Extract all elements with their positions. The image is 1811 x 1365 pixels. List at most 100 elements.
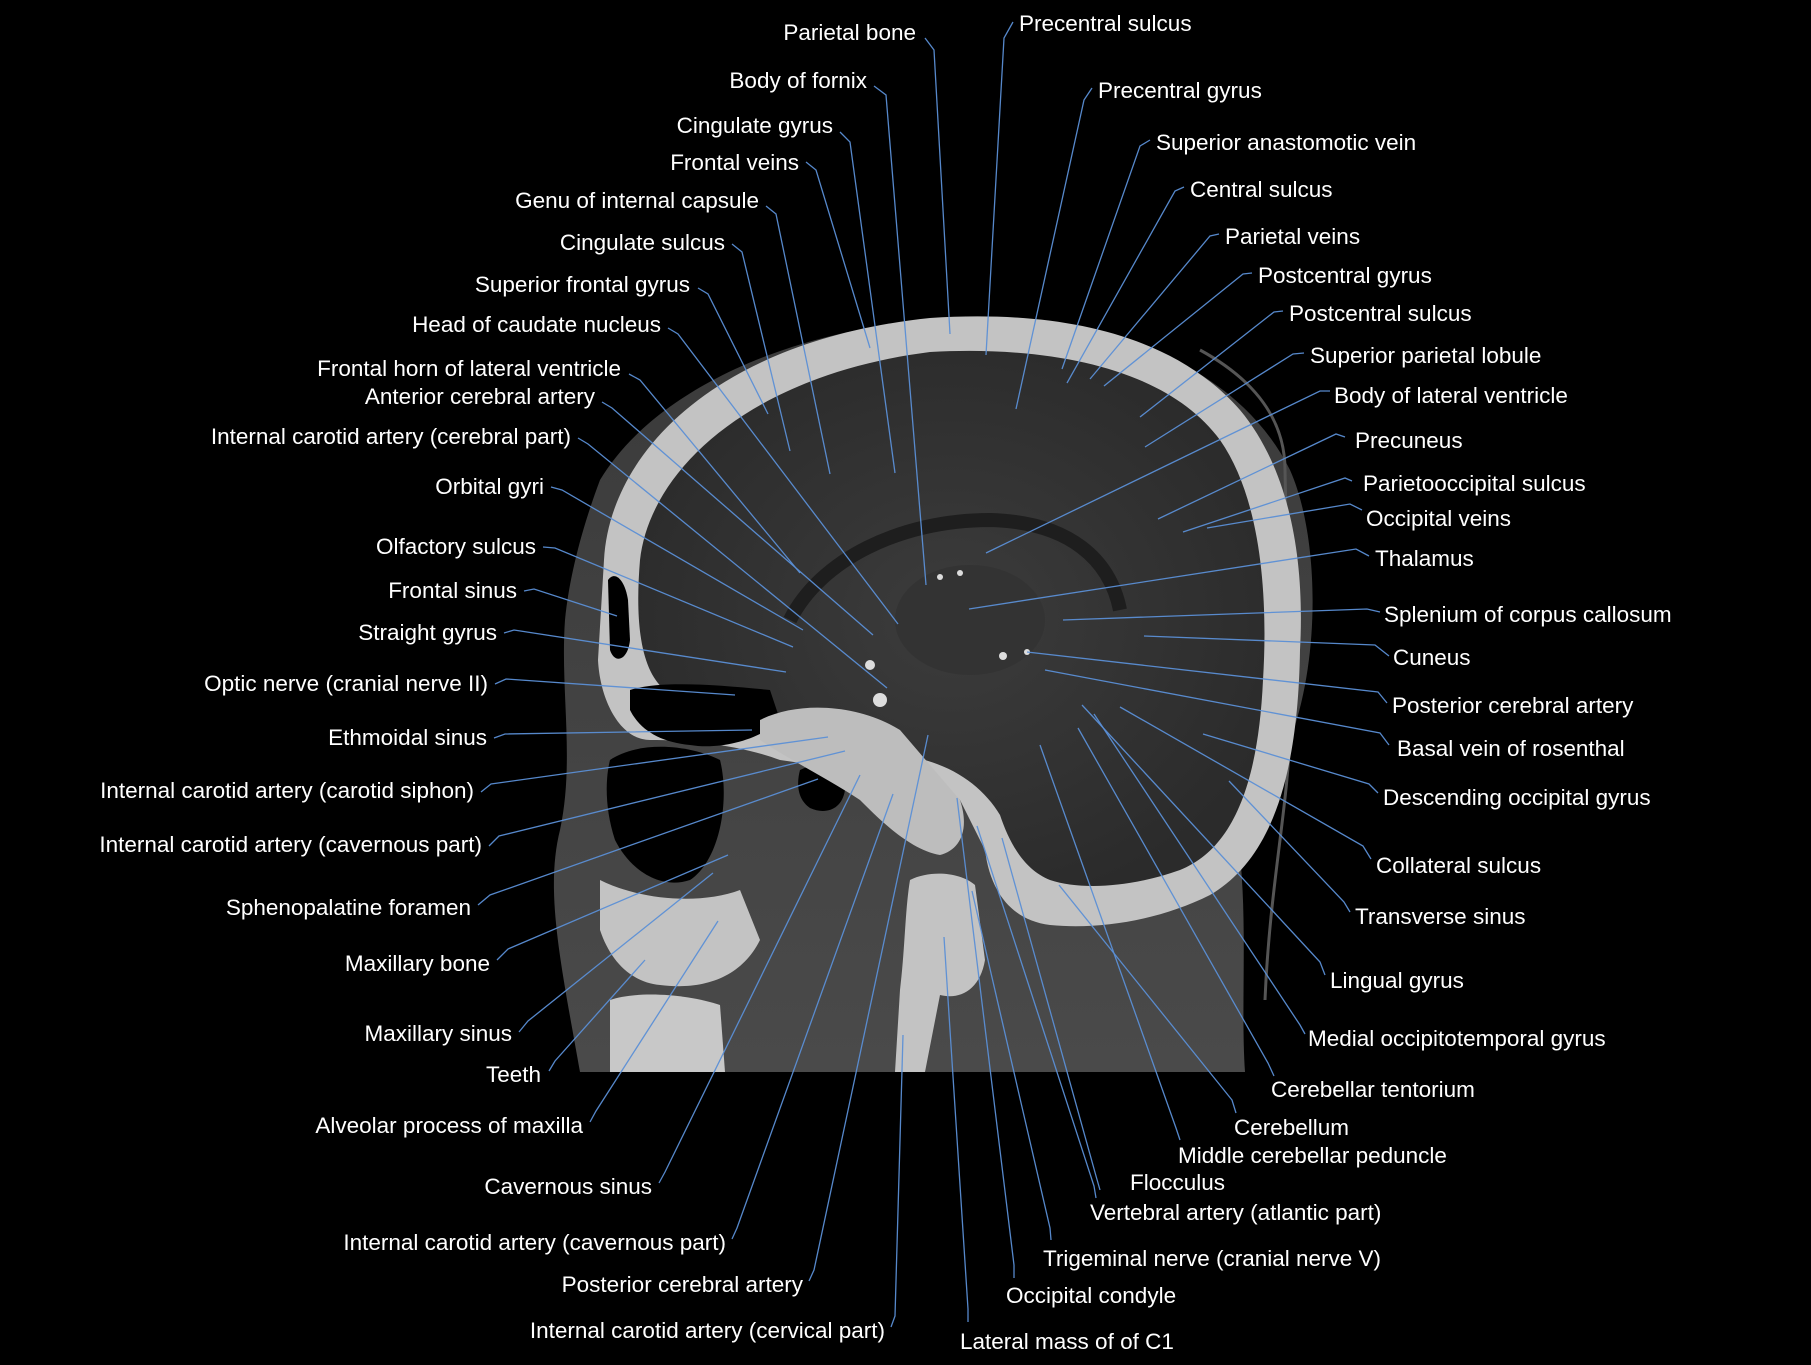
label-cerebellar-tentorium: Cerebellar tentorium <box>1271 1077 1475 1102</box>
label-teeth: Teeth <box>486 1062 541 1087</box>
label-flocculus: Flocculus <box>1130 1170 1225 1195</box>
label-ica-cavernous-part-left: Internal carotid artery (cavernous part) <box>99 832 482 857</box>
label-maxillary-bone: Maxillary bone <box>345 951 490 976</box>
leader-line-cuneus <box>1143 635 1390 657</box>
label-vertebral-artery-atlantic: Vertebral artery (atlantic part) <box>1090 1200 1381 1225</box>
label-lateral-mass-of-c1: Lateral mass of of C1 <box>960 1329 1174 1354</box>
label-straight-gyrus: Straight gyrus <box>358 620 497 645</box>
label-cavernous-sinus: Cavernous sinus <box>484 1174 652 1199</box>
leader-line-cerebellar-tentorium <box>1077 727 1275 1077</box>
maxillary-sinus-air <box>606 746 724 883</box>
maxilla-bone <box>600 880 760 987</box>
leader-line-basal-vein-of-rosenthal <box>1044 669 1390 746</box>
leader-line-lateral-mass-of-c1 <box>943 936 969 1322</box>
leader-line-collateral-sulcus <box>1119 706 1372 860</box>
leader-line-parietal-bone <box>924 37 951 335</box>
vessels <box>865 570 1030 707</box>
leader-line-posterior-cerebral-artery-bottom <box>808 734 929 1282</box>
leader-line-parietooccipital-sulcus <box>1182 477 1353 533</box>
label-thalamus: Thalamus <box>1375 546 1474 571</box>
leader-line-genu-of-internal-capsule <box>765 205 831 475</box>
leader-line-alveolar-process-of-maxilla <box>589 920 719 1123</box>
label-frontal-veins: Frontal veins <box>670 150 799 175</box>
leader-line-occipital-condyle <box>956 797 1015 1278</box>
label-cerebellum: Cerebellum <box>1234 1115 1349 1140</box>
label-body-of-fornix: Body of fornix <box>729 68 867 93</box>
leader-line-body-of-lateral-ventricle <box>985 390 1330 554</box>
leader-line-transverse-sinus <box>1228 780 1351 913</box>
label-posterior-cerebral-artery-right: Posterior cerebral artery <box>1392 693 1634 718</box>
leader-line-lingual-gyrus <box>1081 704 1326 976</box>
leader-line-olfactory-sulcus <box>542 546 794 648</box>
thalamus-region <box>895 565 1045 675</box>
leader-line-teeth <box>548 959 646 1072</box>
label-ethmoidal-sinus: Ethmoidal sinus <box>328 725 487 750</box>
label-superior-frontal-gyrus: Superior frontal gyrus <box>475 272 690 297</box>
leader-line-postcentral-gyrus <box>1103 272 1253 387</box>
leader-line-cavernous-sinus <box>658 774 861 1184</box>
leader-line-precentral-gyrus <box>1015 87 1093 410</box>
leader-line-frontal-horn-of-lateral-ventricle <box>628 373 801 574</box>
leader-line-cingulate-gyrus <box>839 131 896 474</box>
label-medial-occipitotemporal-gyrus: Medial occipitotemporal gyrus <box>1308 1026 1606 1051</box>
label-ica-carotid-siphon: Internal carotid artery (carotid siphon) <box>100 778 474 803</box>
label-parietooccipital-sulcus: Parietooccipital sulcus <box>1363 471 1586 496</box>
leader-line-postcentral-sulcus <box>1139 310 1284 418</box>
leader-line-head-of-caudate-nucleus <box>667 327 899 625</box>
leader-line-precentral-sulcus <box>985 21 1014 356</box>
leader-line-ica-cerebral-part <box>577 437 888 689</box>
leader-line-cingulate-sulcus <box>731 243 791 452</box>
leader-line-ica-carotid-siphon <box>480 736 829 793</box>
label-superior-anastomotic-vein: Superior anastomotic vein <box>1156 130 1416 155</box>
leader-line-superior-parietal-lobule <box>1144 352 1305 448</box>
frontal-sinus-air <box>608 576 630 659</box>
leader-line-precuneus <box>1157 433 1346 520</box>
label-collateral-sulcus: Collateral sulcus <box>1376 853 1541 878</box>
leader-line-flocculus <box>1001 837 1101 1191</box>
label-optic-nerve: Optic nerve (cranial nerve II) <box>204 671 488 696</box>
label-parietal-veins: Parietal veins <box>1225 224 1360 249</box>
label-postcentral-gyrus: Postcentral gyrus <box>1258 263 1432 288</box>
label-anterior-cerebral-artery: Anterior cerebral artery <box>365 384 596 409</box>
label-alveolar-process-of-maxilla: Alveolar process of maxilla <box>315 1113 583 1138</box>
label-maxillary-sinus: Maxillary sinus <box>364 1021 512 1046</box>
leader-line-middle-cerebellar-peduncle <box>1039 744 1181 1141</box>
skull-base <box>760 707 964 855</box>
leader-line-posterior-cerebral-artery-right <box>1026 651 1388 704</box>
leader-line-medial-occipitotemporal-gyrus <box>1093 713 1306 1035</box>
label-olfactory-sulcus: Olfactory sulcus <box>376 534 536 559</box>
label-body-of-lateral-ventricle: Body of lateral ventricle <box>1334 383 1568 408</box>
leader-line-trigeminal-nerve <box>971 890 1052 1241</box>
label-cingulate-gyrus: Cingulate gyrus <box>677 113 833 138</box>
leader-line-central-sulcus <box>1066 186 1185 384</box>
leader-line-ica-cervical-part <box>890 1034 904 1328</box>
leader-line-occipital-veins <box>1206 503 1363 529</box>
leader-line-straight-gyrus <box>503 629 787 673</box>
leader-line-cerebellum <box>1058 884 1237 1114</box>
label-central-sulcus: Central sulcus <box>1190 177 1333 202</box>
leader-line-ethmoidal-sinus <box>493 729 753 739</box>
leader-line-ica-cavernous-part-left <box>488 750 846 847</box>
label-posterior-cerebral-artery-bottom: Posterior cerebral artery <box>562 1272 804 1297</box>
label-precentral-gyrus: Precentral gyrus <box>1098 78 1262 103</box>
teeth-bone <box>610 994 725 1072</box>
label-frontal-sinus: Frontal sinus <box>388 578 517 603</box>
label-descending-occipital-gyrus: Descending occipital gyrus <box>1383 785 1651 810</box>
leader-line-body-of-fornix <box>873 85 927 586</box>
label-cingulate-sulcus: Cingulate sulcus <box>560 230 725 255</box>
leader-line-sphenopalatine-foramen <box>477 778 819 906</box>
leader-line-superior-anastomotic-vein <box>1061 139 1151 370</box>
leader-line-ica-cavernous-part-bottom <box>731 793 894 1240</box>
label-occipital-condyle: Occipital condylе <box>1006 1283 1176 1308</box>
label-occipital-veins: Occipital veins <box>1366 506 1511 531</box>
label-basal-vein-of-rosenthal: Basal vein of rosenthal <box>1397 736 1625 761</box>
leader-line-vertebral-artery-atlantic <box>976 825 1097 1199</box>
ct-image <box>553 316 1313 1072</box>
leader-lines <box>477 21 1390 1328</box>
label-trigeminal-nerve: Trigeminal nerve (cranial nerve V) <box>1043 1246 1381 1271</box>
leader-line-superior-frontal-gyrus <box>697 287 769 415</box>
leader-line-maxillary-sinus <box>518 872 714 1033</box>
label-head-of-caudate-nucleus: Head of caudate nucleus <box>412 312 661 337</box>
